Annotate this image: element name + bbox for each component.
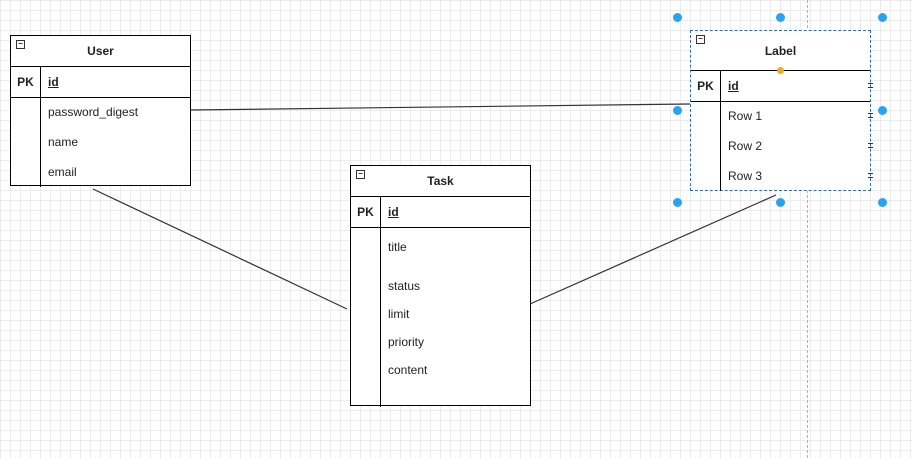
row-connection-tick[interactable] (868, 83, 873, 88)
collapse-icon[interactable]: − (356, 170, 365, 179)
user-fields: password_digest name email (11, 98, 190, 187)
user-entity[interactable]: − User PK id password_digest name email (10, 35, 191, 187)
task-field-status[interactable]: status (388, 279, 421, 293)
resize-handle-n[interactable] (776, 13, 785, 22)
task-entity-title: Task (427, 174, 454, 188)
collapse-icon[interactable]: − (696, 35, 705, 44)
user-pk-row[interactable]: PK id (11, 67, 190, 98)
resize-handle-s[interactable] (776, 198, 785, 207)
connector-task-label[interactable] (529, 194, 777, 305)
resize-handle-ne[interactable] (878, 13, 887, 22)
row-connection-tick[interactable] (868, 113, 873, 118)
label-field-row-3[interactable]: Row 3 (728, 169, 763, 183)
resize-handle-nw[interactable] (673, 13, 682, 22)
resize-handle-se[interactable] (878, 198, 887, 207)
connector-user-label[interactable] (189, 103, 691, 111)
resize-handle-w[interactable] (673, 106, 682, 115)
user-pk-field: id (48, 75, 59, 89)
label-entity-header[interactable]: − Label (691, 31, 870, 71)
user-field-password-digest[interactable]: password_digest (48, 105, 139, 119)
resize-handle-e[interactable] (878, 106, 887, 115)
task-entity-header[interactable]: − Task (351, 166, 530, 197)
user-entity-title: User (87, 44, 114, 58)
label-field-row-2[interactable]: Row 2 (728, 139, 763, 153)
alignment-guide (807, 0, 808, 458)
resize-handle-sw[interactable] (673, 198, 682, 207)
label-pk-row[interactable]: PK id (691, 71, 870, 102)
collapse-icon[interactable]: − (16, 40, 25, 49)
label-entity-title: Label (764, 43, 797, 58)
task-pk-label: PK (351, 197, 381, 227)
label-field-row-1[interactable]: Row 1 (728, 109, 763, 123)
row-connection-tick[interactable] (868, 143, 873, 148)
task-pk-field: id (388, 205, 399, 219)
task-field-limit[interactable]: limit (388, 307, 410, 321)
user-field-email[interactable]: email (48, 165, 77, 179)
task-field-priority[interactable]: priority (388, 335, 425, 349)
task-fields: title status limit priority content (351, 228, 530, 407)
row-connection-tick[interactable] (868, 173, 873, 178)
label-pk-label: PK (691, 71, 721, 101)
task-entity[interactable]: − Task PK id title status limit priority… (350, 165, 531, 407)
connector-user-task[interactable] (92, 188, 348, 310)
user-entity-header[interactable]: − User (11, 36, 190, 67)
task-field-title[interactable]: title (388, 240, 407, 254)
task-pk-row[interactable]: PK id (351, 197, 530, 228)
user-field-name[interactable]: name (48, 135, 79, 149)
user-pk-label: PK (11, 67, 41, 97)
task-field-content[interactable]: content (388, 363, 428, 377)
label-entity[interactable]: − Label PK id Row 1 Row 2 Row 3 (690, 30, 871, 191)
label-pk-field: id (728, 79, 739, 93)
label-fields: Row 1 Row 2 Row 3 (691, 102, 870, 191)
rotation-handle[interactable] (777, 67, 784, 74)
